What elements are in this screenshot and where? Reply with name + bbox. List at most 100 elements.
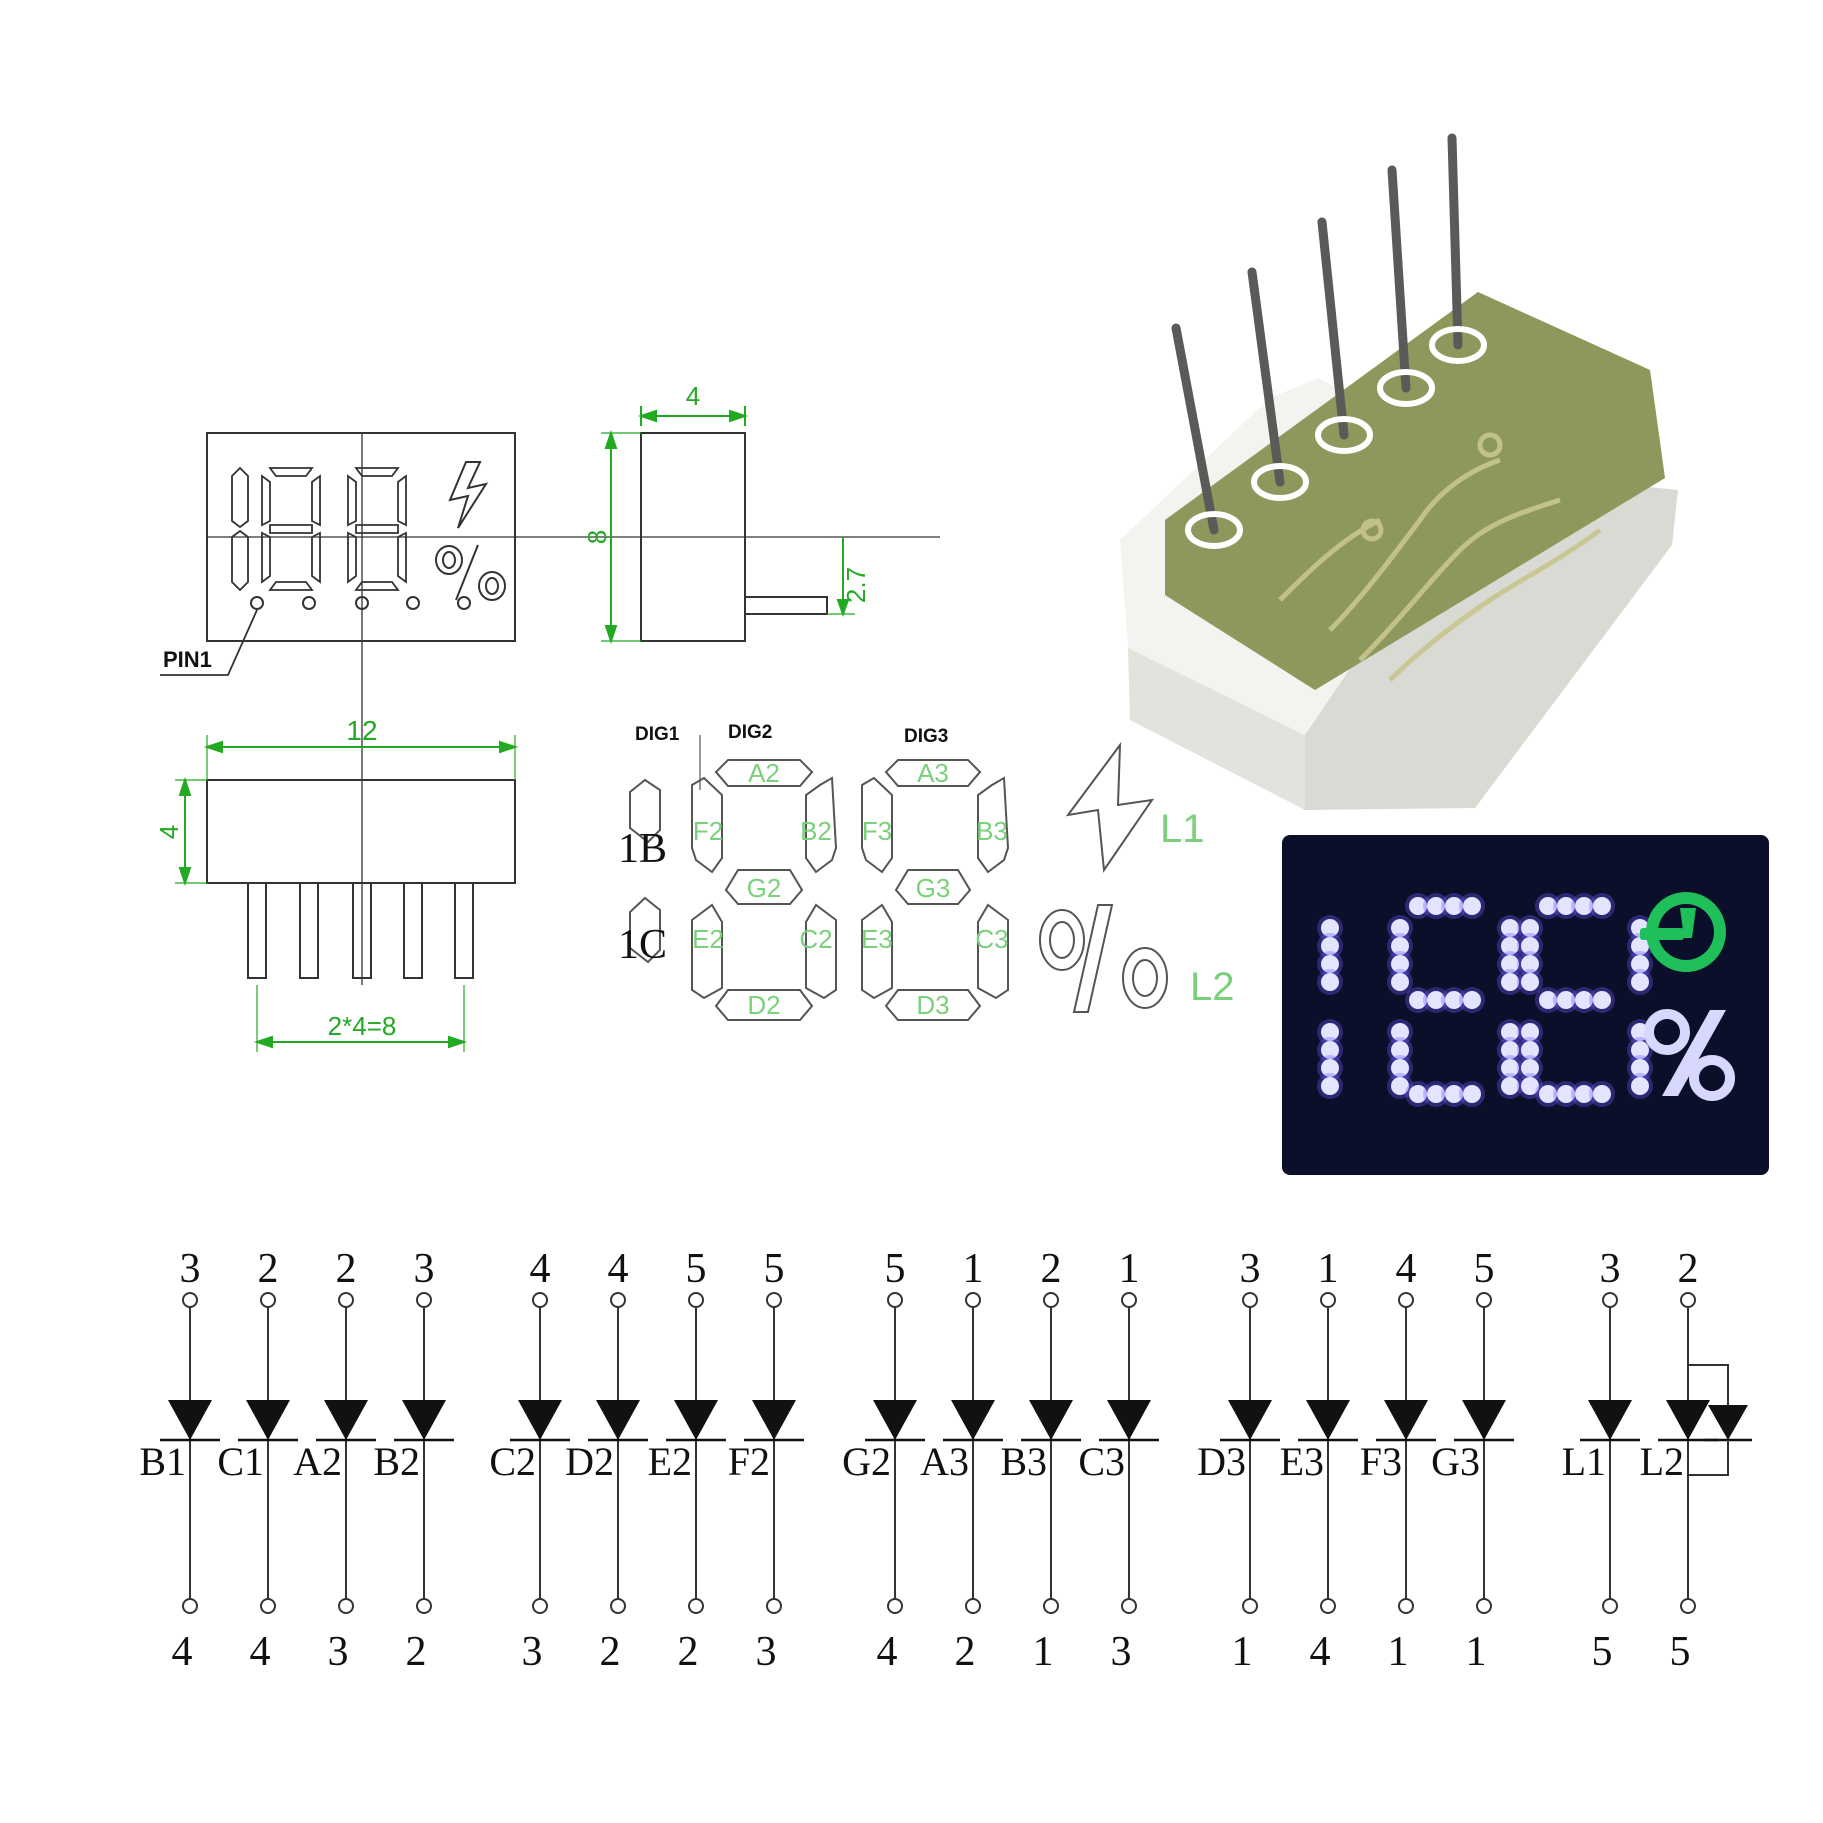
diode-top-pin: 1 (1119, 1246, 1140, 1292)
front-view (160, 432, 940, 985)
module-pins (1171, 133, 1463, 535)
side-pin-dim: 2.7 (841, 567, 871, 603)
led-dot (1391, 937, 1409, 955)
segment-f2-label: F2 (693, 816, 723, 846)
percent-icon (435, 544, 506, 601)
pin-terminal (338, 1292, 354, 1308)
pin-terminal (610, 1292, 626, 1308)
lit-segments (1317, 893, 1653, 1107)
pin-terminal (532, 1292, 548, 1308)
diode-label: G3 (1431, 1439, 1480, 1484)
segment-d3-label: D3 (916, 990, 949, 1020)
l2-percent-icon (1039, 904, 1168, 1013)
diode-top-pin: 5 (764, 1246, 785, 1292)
pin-terminal (338, 1598, 354, 1614)
bottom-view-outline (206, 779, 516, 884)
pin-marker (250, 596, 264, 610)
l2-parallel-diode (1688, 1364, 1752, 1476)
diode-f2: 5 3 F2 (728, 1246, 804, 1675)
pitch-dim: 2*4=8 (328, 1011, 397, 1041)
led-dot (1501, 955, 1519, 973)
diode-bottom-pin: 3 (756, 1629, 777, 1675)
led-dot (1631, 973, 1649, 991)
diode-symbol-icon (168, 1400, 212, 1440)
pin-terminal (610, 1598, 626, 1614)
diode-label: F2 (728, 1439, 770, 1484)
dig1-label: DIG1 (635, 724, 680, 745)
led-dot (1501, 973, 1519, 991)
diode-top-pin: 2 (336, 1246, 357, 1292)
led-dot (1521, 919, 1539, 937)
diode-label: D2 (565, 1439, 614, 1484)
front-view-segment (397, 474, 407, 527)
diode-label: A3 (920, 1439, 969, 1484)
led-dot (1391, 955, 1409, 973)
diode-label: F3 (1360, 1439, 1402, 1484)
led-dot (1501, 1023, 1519, 1041)
diode-symbol-icon (674, 1400, 718, 1440)
led-dot (1391, 1077, 1409, 1095)
diode-symbol-icon (246, 1400, 290, 1440)
led-dot (1521, 1059, 1539, 1077)
segment-f3-label: F3 (862, 816, 892, 846)
led-dot (1631, 1077, 1649, 1095)
segment-g3-label: G3 (916, 873, 951, 903)
l2-label: L2 (1190, 965, 1235, 1009)
diode-bottom-pin: 1 (1232, 1629, 1253, 1675)
diode-label: C2 (489, 1439, 536, 1484)
diode-symbol-icon (752, 1400, 796, 1440)
diode-bottom-pin: 1 (1388, 1629, 1409, 1675)
diode-bottom-pin: 4 (1310, 1629, 1331, 1675)
side-dimensions (601, 406, 855, 645)
front-view-segment (231, 466, 249, 529)
led-dot (1521, 955, 1539, 973)
pin-terminal (887, 1292, 903, 1308)
pin-terminal (1320, 1292, 1336, 1308)
led-dot (1445, 897, 1463, 915)
pin-marker (355, 596, 369, 610)
led-dot (1557, 897, 1575, 915)
diode-top-pin: 2 (1678, 1246, 1699, 1292)
led-dot (1427, 897, 1445, 915)
led-dot (1539, 897, 1557, 915)
diode-bottom-pin: 4 (250, 1629, 271, 1675)
diode-label: B2 (373, 1439, 420, 1484)
led-dot (1445, 1085, 1463, 1103)
pin-terminal (1043, 1292, 1059, 1308)
bottom-pin (403, 882, 423, 979)
led-dot (1593, 897, 1611, 915)
lightning-icon (448, 461, 489, 529)
diode-symbol-icon (873, 1400, 917, 1440)
bottom-pin (352, 882, 372, 979)
diode-top-pin: 4 (530, 1246, 551, 1292)
dig3-label: DIG3 (904, 726, 948, 747)
led-dot (1593, 991, 1611, 1009)
led-dot (1321, 1059, 1339, 1077)
diode-label: C3 (1078, 1439, 1125, 1484)
front-width-dim: 12 (346, 715, 377, 746)
diode-top-pin: 1 (1318, 1246, 1339, 1292)
diode-label: G2 (842, 1439, 891, 1484)
front-view-segment (268, 467, 314, 477)
led-dot (1321, 937, 1339, 955)
pin-terminal (1121, 1292, 1137, 1308)
pin-marker (406, 596, 420, 610)
pin-terminal (1242, 1292, 1258, 1308)
segment-b2-label: B2 (800, 816, 832, 846)
diode-bottom-pin: 4 (172, 1629, 193, 1675)
diode-bottom-pin: 2 (955, 1629, 976, 1675)
segment-g2-label: G2 (747, 873, 782, 903)
led-dot (1521, 973, 1539, 991)
diode-symbol-icon (1462, 1400, 1506, 1440)
led-dot (1521, 1077, 1539, 1095)
led-dot (1631, 1059, 1649, 1077)
front-view-segment (261, 474, 271, 527)
diode-symbol-icon (402, 1400, 446, 1440)
